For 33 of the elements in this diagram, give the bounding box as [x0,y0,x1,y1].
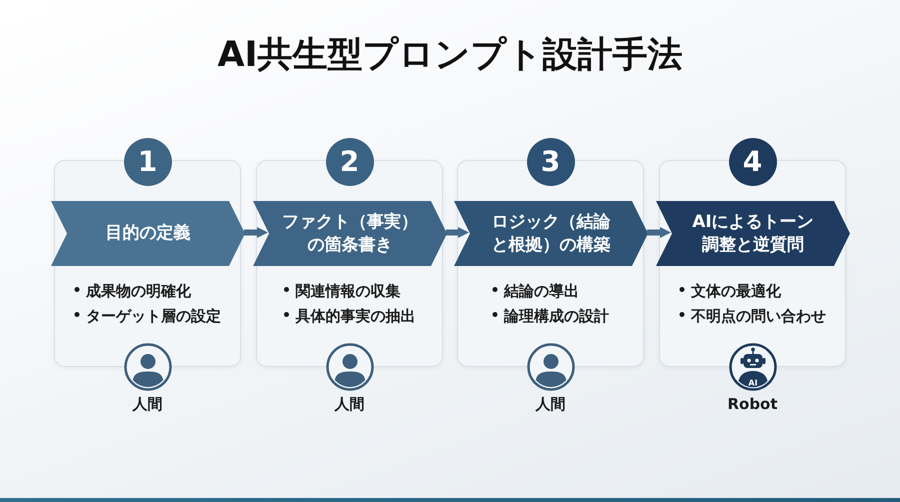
number-circle [124,138,172,186]
role-label: 人間 [334,394,364,414]
number-circle [728,138,776,186]
icon-caption: AI [748,378,758,387]
bullet-text: 論理構成の設計 [492,304,609,329]
bullet-text: 関連情報の収集 [284,279,416,304]
arrow [647,227,671,238]
bullet-text: 文体の最適化 [679,279,826,304]
bullet-text: 成果物の明確化 [74,279,221,304]
role-label: 人間 [536,394,566,414]
step-number: 1 [138,147,158,177]
step-title: ロジック（結論と根拠）の構築 [490,210,612,256]
arrow [446,227,469,238]
bullet-text: ターゲット層の設定 [74,304,221,329]
chevron-banner [253,201,447,266]
arrow [244,227,268,238]
bullet-text: 具体的事実の抽出 [284,304,416,329]
role-label: Robot [727,394,778,414]
step-title: ファクト（事実）の箇条書き [281,210,419,256]
chevron-banner [51,201,245,266]
step-title: AIによるトーン調整と逆質問 [691,210,815,256]
step-title: 目的の定義 [106,222,190,245]
title: AI共生型プロンプト設計手法 [217,34,683,77]
step-number: 3 [540,147,560,177]
number-circle [326,138,374,186]
number-circle [526,138,574,186]
step-number: 4 [742,147,762,177]
bullet-text: 不明点の問い合わせ [679,304,826,329]
step-number: 2 [340,147,360,177]
bullet-text: 結論の導出 [492,279,609,304]
role-label: 人間 [132,394,162,414]
chevron-banner [656,201,850,266]
chevron-banner [454,201,648,266]
